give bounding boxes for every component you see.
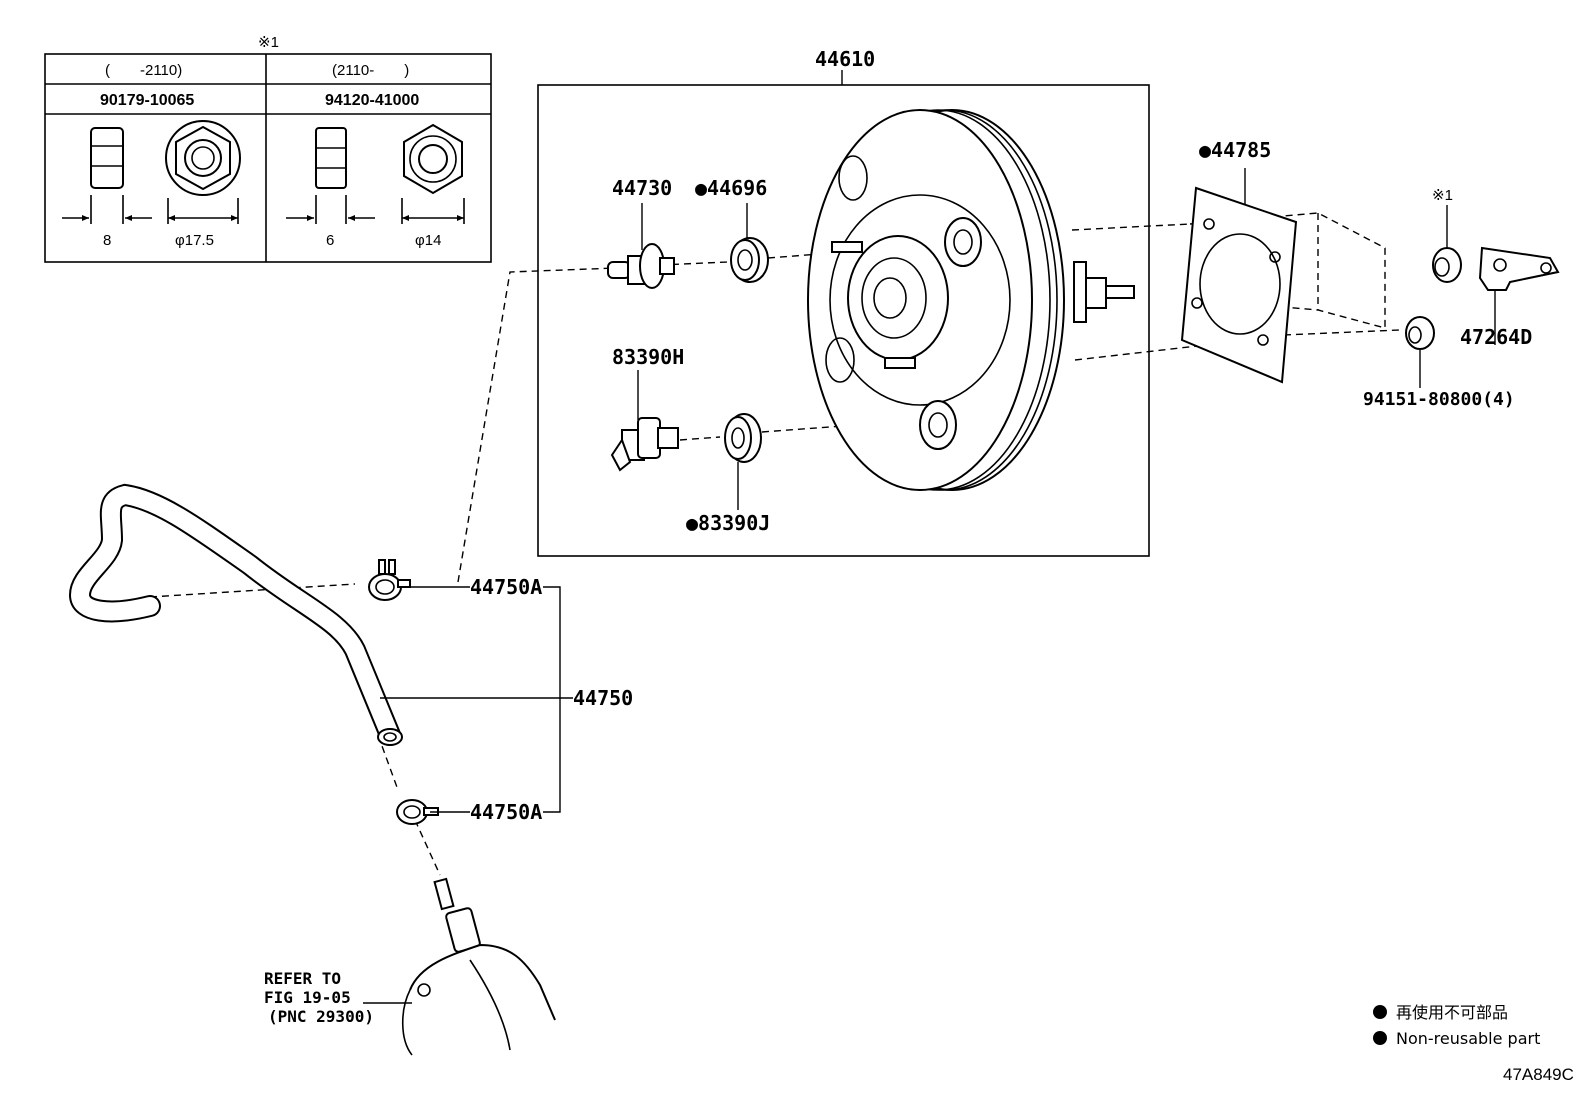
brake-booster-body: [807, 109, 1135, 491]
label-44750a-top[interactable]: 44750A: [470, 575, 542, 599]
nut-94151-icon: [1405, 316, 1435, 350]
label-47264d[interactable]: 47264D: [1460, 325, 1532, 349]
legend: 再使用不可部品 Non-reusable part: [1373, 1003, 1540, 1048]
refer-to-line1[interactable]: REFER TO: [264, 969, 341, 988]
refer-to-line3[interactable]: (PNC 29300): [268, 1007, 374, 1026]
booster-assembly-frame: 44610: [537, 47, 1150, 557]
nut-mark1-icon: [1432, 247, 1462, 283]
label-44730[interactable]: 44730: [612, 176, 672, 200]
flange-nut-side-icon: [62, 127, 152, 224]
flange-nut-front-icon: [165, 120, 241, 224]
label-44785[interactable]: ●44785: [1199, 138, 1271, 162]
col2-part-number: 94120-41000: [325, 92, 419, 109]
legend-bullet-icon: [1373, 1005, 1387, 1019]
grommet-44696-icon: [730, 237, 769, 283]
legend-jp: 再使用不可部品: [1396, 1003, 1508, 1022]
label-44750[interactable]: 44750: [573, 686, 633, 710]
vacuum-hose-44750-icon: [68, 483, 403, 746]
label-leader-lines: [363, 168, 1448, 1004]
booster-label[interactable]: 44610: [815, 47, 875, 71]
col2-range: (2110- ): [332, 62, 409, 79]
col1-range: ( -2110): [105, 62, 182, 79]
col1-dim-a: 8: [103, 232, 111, 249]
col2-dim-a: 6: [326, 232, 334, 249]
gasket-44785-icon: [1180, 186, 1298, 384]
label-83390h[interactable]: 83390H: [612, 345, 684, 369]
label-44750a-bottom[interactable]: 44750A: [470, 800, 542, 824]
label-mark1: ※1: [1432, 187, 1453, 204]
sensor-83390h-icon: [610, 417, 679, 472]
check-valve-44730-icon: [607, 243, 675, 289]
col1-dim-b: φ17.5: [175, 232, 214, 249]
hex-nut-side-icon: [286, 127, 375, 224]
col2-dim-b: φ14: [415, 232, 441, 249]
table-mark: ※1: [258, 34, 279, 51]
col1-part-number: 90179-10065: [100, 92, 194, 109]
grommet-83390j-icon: [724, 413, 762, 463]
hose-clamp-bottom-icon: [396, 799, 439, 825]
nut-spec-table: ※1 ( -2110) (2110- ) 90179-10065 94120-4…: [44, 34, 492, 263]
legend-bullet-icon: [1373, 1031, 1387, 1045]
label-94151-80800[interactable]: 94151-80800(4): [1363, 389, 1515, 410]
clevis-47264d-icon: [1478, 246, 1560, 345]
refer-to-line2[interactable]: FIG 19-05: [264, 988, 351, 1007]
engine-vacuum-port-icon: [401, 877, 556, 1056]
legend-en: Non-reusable part: [1396, 1029, 1540, 1048]
hex-nut-front-icon: [401, 123, 465, 224]
figure-id: 47A849C: [1503, 1065, 1574, 1084]
label-44696[interactable]: ●44696: [695, 176, 767, 200]
label-83390j[interactable]: ●83390J: [686, 511, 770, 535]
hose-clamp-top-icon: [368, 559, 411, 601]
assembly-dashed-lines: [149, 212, 1401, 876]
